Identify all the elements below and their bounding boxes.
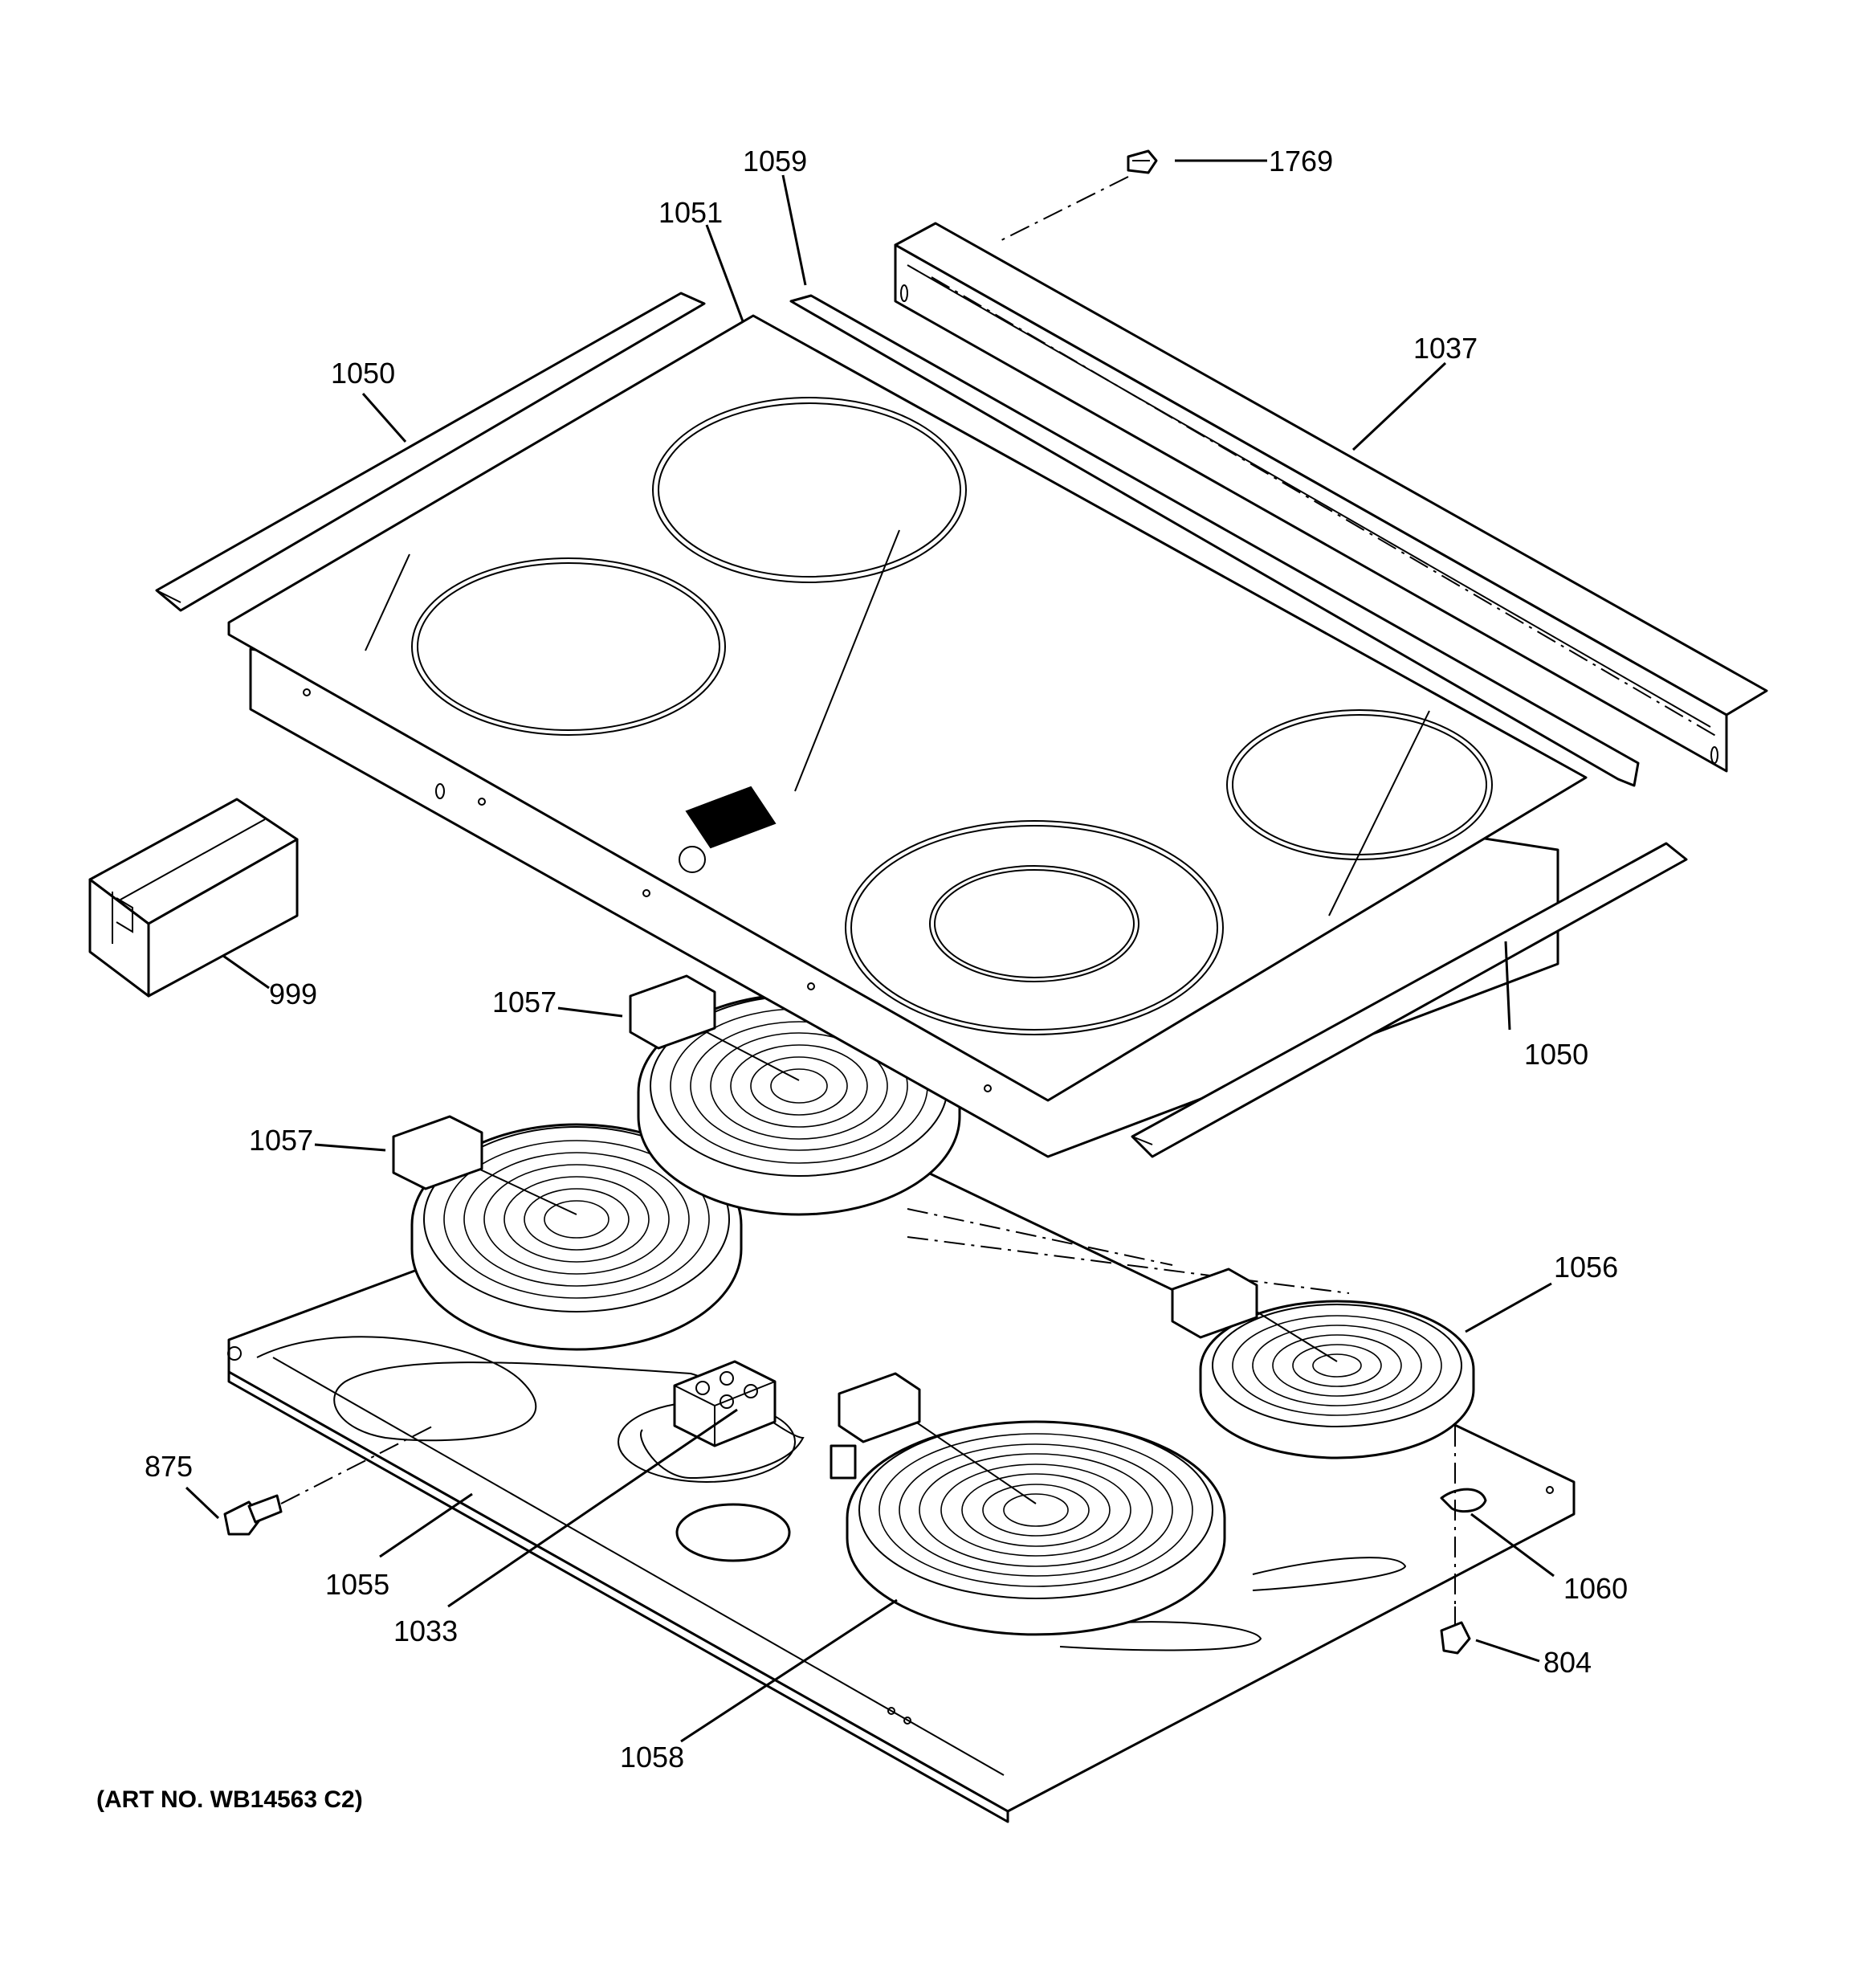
callout-1051: 1051 — [658, 196, 723, 229]
burner-ring-front-right — [1226, 709, 1493, 860]
glass-cooktop — [227, 314, 1588, 1158]
art-number-caption: (ART NO. WB14563 C2) — [96, 1786, 363, 1813]
callout-1037: 1037 — [1413, 332, 1478, 365]
callout-1057-rear: 1057 — [492, 986, 556, 1018]
burner-ring-dual-outer — [845, 820, 1224, 1035]
clip-1060 — [1440, 1488, 1487, 1513]
callout-1060: 1060 — [1563, 1572, 1628, 1605]
callout-1059: 1059 — [743, 145, 807, 178]
screw-804 — [1440, 1606, 1471, 1655]
callout-1058: 1058 — [620, 1741, 684, 1774]
radiant-surface-unit-left — [392, 1115, 743, 1351]
hot-surface-label — [685, 786, 777, 849]
radiant-surface-unit-rear — [629, 974, 961, 1216]
carton-box — [88, 798, 299, 998]
side-trim-left — [155, 292, 706, 612]
screw-1769 — [1127, 149, 1158, 174]
radiant-surface-unit-small — [1171, 1268, 1475, 1459]
callout-1050-top: 1050 — [331, 357, 395, 390]
radiant-surface-unit-large — [830, 1372, 1226, 1636]
callout-1057-left: 1057 — [249, 1124, 313, 1157]
callout-1769: 1769 — [1269, 145, 1333, 178]
rear-trim-bracket — [894, 222, 1768, 773]
callout-804: 804 — [1543, 1646, 1592, 1679]
rear-seal-strip — [789, 294, 1640, 787]
burner-ring-rear-left — [411, 557, 726, 736]
callout-1033: 1033 — [393, 1614, 458, 1647]
wire-harness — [256, 1336, 805, 1480]
burner-ring-dual-inner — [929, 865, 1139, 982]
callout-1056: 1056 — [1554, 1251, 1618, 1284]
screw-875 — [223, 1494, 283, 1536]
burner-ring-rear-center — [652, 397, 967, 583]
cooktop-logo — [679, 846, 706, 873]
callout-875: 875 — [145, 1450, 193, 1483]
callout-999: 999 — [269, 978, 317, 1010]
callout-1055: 1055 — [325, 1568, 389, 1601]
terminal-block — [673, 1360, 777, 1447]
pan-opening — [675, 1503, 791, 1562]
side-trim-right — [1131, 842, 1688, 1158]
callout-1050-right: 1050 — [1524, 1038, 1588, 1071]
